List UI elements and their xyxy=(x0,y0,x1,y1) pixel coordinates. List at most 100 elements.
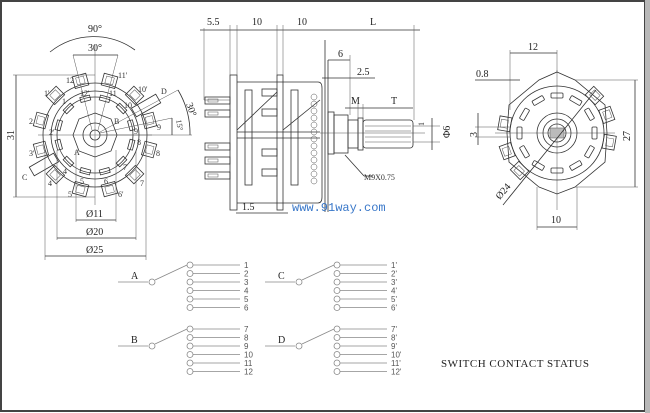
common-terminal xyxy=(130,93,162,118)
dim-10-b: 10 xyxy=(297,17,307,28)
contact: 6' xyxy=(333,304,397,313)
contact-terminal xyxy=(186,325,194,333)
contact-label: 5 xyxy=(244,295,249,304)
angle-d-label: 30° xyxy=(183,101,198,118)
pole-pivot xyxy=(148,342,156,350)
inner-contact xyxy=(79,94,92,103)
rear-slots xyxy=(516,92,598,174)
common-terminal xyxy=(28,152,60,177)
contact-terminal xyxy=(333,261,341,269)
contact-terminal xyxy=(333,325,341,333)
wiper-arm xyxy=(154,328,188,345)
rear-tab xyxy=(584,85,605,106)
watermark: www.91way.com xyxy=(292,201,386,215)
thread-label: M9X0.75 xyxy=(364,173,395,182)
contact: 6 xyxy=(186,304,249,313)
terminal-label: 11' xyxy=(118,71,128,80)
contact: 4 xyxy=(186,287,249,296)
contact-label: 9 xyxy=(244,342,249,351)
inner-contact xyxy=(127,138,136,151)
contact-terminal xyxy=(333,304,341,311)
mid-pin xyxy=(261,168,278,177)
dim-M: M xyxy=(351,96,360,107)
contact-label: 6' xyxy=(391,304,397,313)
detent-balls xyxy=(310,93,318,185)
contact-terminal xyxy=(186,334,194,341)
terminal-label: 3' xyxy=(29,149,35,158)
rear-slot xyxy=(591,126,598,140)
detent-ball xyxy=(310,128,318,136)
pole-label: D xyxy=(278,335,285,346)
contact-terminal xyxy=(333,359,341,367)
contact-label: 1 xyxy=(244,261,249,270)
wiper-arm xyxy=(154,264,188,281)
contact-terminal xyxy=(333,278,341,286)
inner-contact xyxy=(127,119,136,132)
pole-pivot xyxy=(148,278,156,286)
contact-label: 7' xyxy=(391,325,397,334)
angle-90-label: 90° xyxy=(88,24,102,35)
rear-tab xyxy=(598,105,616,125)
contact: 5' xyxy=(333,295,397,304)
rear-slot xyxy=(531,160,545,171)
contact-label: 5 xyxy=(80,177,84,186)
contact-label: 1' xyxy=(391,261,397,270)
pole-label: A xyxy=(131,271,139,282)
terminal-label: C xyxy=(22,173,27,182)
detent-ball xyxy=(310,177,318,185)
rear-slot xyxy=(531,95,545,106)
dim-L: L xyxy=(370,17,376,28)
contact: 7' xyxy=(333,325,397,334)
inner-contact xyxy=(98,94,111,103)
contact-terminal xyxy=(333,368,341,375)
contact: 3 xyxy=(186,278,249,287)
angle-30-label: 30° xyxy=(88,43,102,54)
contact-terminal xyxy=(333,287,341,294)
contact: 9 xyxy=(186,342,249,351)
contact-terminal xyxy=(186,368,194,375)
pole-d: D7'8'9'10'11'12' xyxy=(265,325,402,377)
terminal-tab xyxy=(124,85,145,106)
detent-ball xyxy=(310,156,318,164)
pole-label: C xyxy=(278,271,285,282)
contact: 9' xyxy=(333,342,397,351)
terminal-tab xyxy=(45,164,66,185)
pole-c: C1'2'3'4'5'6' xyxy=(265,261,397,313)
contact-terminal xyxy=(186,295,194,303)
contact-terminal xyxy=(186,287,194,294)
contact-label: 12' xyxy=(391,368,402,377)
contact: 3' xyxy=(333,278,397,287)
detent-ball xyxy=(310,107,318,115)
dia-20-label: Ø20 xyxy=(86,227,103,238)
contact-terminal xyxy=(333,270,341,277)
inner-contact xyxy=(54,119,63,132)
inner-contact xyxy=(54,138,63,151)
rear-tab xyxy=(497,115,513,133)
terminal-label: 5 xyxy=(68,190,72,199)
solder-pin xyxy=(204,109,231,118)
terminal-label: D xyxy=(161,87,167,96)
terminal-tab xyxy=(100,72,119,90)
rear-dim-27: 27 xyxy=(622,131,633,141)
terminal-tab xyxy=(71,72,90,90)
rear-view: 12 0.8 3 27 Ø24 10 xyxy=(469,42,638,230)
terminal-label: 9 xyxy=(157,123,161,132)
angle-15-label: 15° xyxy=(174,119,185,132)
contact-label: 11 xyxy=(244,359,253,368)
contact-label: 8 xyxy=(137,138,141,147)
terminal-tab xyxy=(140,111,158,130)
detent-ball xyxy=(310,142,318,150)
contact-terminal xyxy=(186,261,194,269)
contact-label: A xyxy=(74,148,80,157)
contact-label: 10 xyxy=(124,101,132,110)
rear-slot xyxy=(516,126,523,140)
contact-terminal xyxy=(333,295,341,303)
contact-label: 2' xyxy=(391,270,397,279)
contact: 2 xyxy=(186,270,249,279)
contact: 8 xyxy=(186,334,249,343)
front-view: 90° 30° 30° 15° 31 Ø11 Ø20 Ø25 12 11' 10… xyxy=(6,24,198,260)
inner-contact xyxy=(115,155,128,168)
